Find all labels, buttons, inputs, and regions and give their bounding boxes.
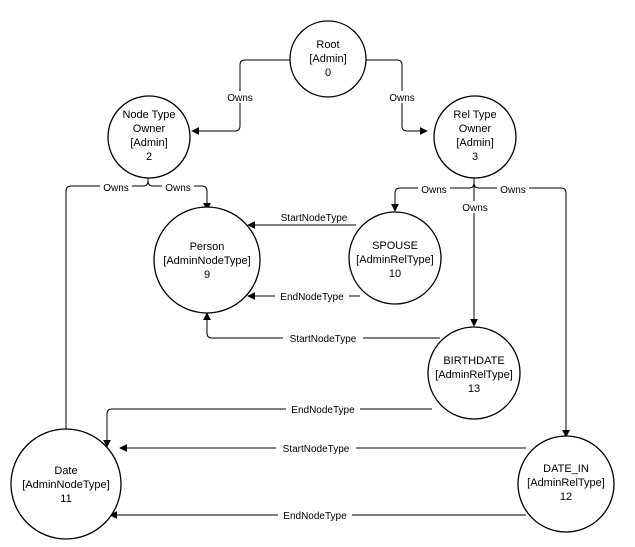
edge-label-date-in-start-date: StartNodeType: [276, 442, 356, 455]
svg-text:Root: Root: [316, 39, 339, 51]
svg-text:StartNodeType: StartNodeType: [281, 213, 348, 224]
svg-text:DATE_IN: DATE_IN: [543, 463, 589, 475]
svg-text:BIRTHDATE: BIRTHDATE: [443, 355, 504, 367]
node-date-in[interactable]: DATE_IN [AdminRelType] 12: [517, 435, 615, 533]
edge-label-rel-type-owner-owns-date-in: Owns: [497, 183, 529, 196]
svg-text:11: 11: [60, 493, 71, 505]
node-date[interactable]: Date [AdminNodeType] 11: [10, 428, 122, 540]
svg-text:Owner: Owner: [133, 123, 166, 135]
node-root[interactable]: Root [Admin] 0: [289, 20, 367, 98]
edge-label-root-owns-node-type-owner: Owns: [224, 91, 256, 104]
svg-text:StartNodeType: StartNodeType: [290, 334, 357, 345]
edge-node-type-owner-owns-date: [62, 176, 149, 439]
svg-text:3: 3: [472, 151, 478, 163]
svg-text:Node Type: Node Type: [122, 109, 175, 121]
svg-text:Date: Date: [54, 465, 77, 477]
node-birthdate[interactable]: BIRTHDATE [AdminRelType] 13: [427, 326, 521, 420]
svg-text:[Admin]: [Admin]: [309, 53, 346, 65]
node-node-type-owner[interactable]: Node Type Owner [Admin] 2: [107, 95, 191, 179]
svg-text:[AdminRelType]: [AdminRelType]: [527, 477, 605, 489]
svg-text:Owns: Owns: [227, 93, 253, 104]
svg-text:Rel Type: Rel Type: [453, 109, 496, 121]
svg-text:[Admin]: [Admin]: [456, 137, 493, 149]
edge-label-spouse-end-person: EndNodeType: [275, 290, 349, 303]
edge-label-birthdate-end-date: EndNodeType: [286, 403, 360, 416]
node-rel-type-owner[interactable]: Rel Type Owner [Admin] 3: [433, 95, 517, 179]
svg-text:2: 2: [146, 151, 152, 163]
edge-label-birthdate-start-person: StartNodeType: [283, 332, 363, 345]
edge-label-spouse-start-person: StartNodeType: [274, 211, 354, 224]
svg-text:Owns: Owns: [389, 93, 415, 104]
edge-birthdate-end-date: [103, 408, 432, 448]
node-person[interactable]: Person [AdminNodeType] 9: [153, 206, 261, 314]
edge-label-root-owns-rel-type-owner: Owns: [386, 91, 418, 104]
svg-text:13: 13: [468, 383, 480, 395]
svg-text:[AdminNodeType]: [AdminNodeType]: [163, 255, 250, 267]
edge-birthdate-start-person: [203, 312, 440, 339]
edge-label-rel-type-owner-owns-spouse: Owns: [418, 183, 450, 196]
svg-text:[AdminRelType]: [AdminRelType]: [435, 369, 513, 381]
svg-text:0: 0: [325, 67, 331, 79]
svg-text:Owns: Owns: [165, 183, 191, 194]
svg-text:Owns: Owns: [500, 185, 526, 196]
node-spouse[interactable]: SPOUSE [AdminRelType] 10: [348, 211, 442, 305]
edge-label-node-type-owner-owns-person: Owns: [162, 181, 194, 194]
svg-text:EndNodeType: EndNodeType: [280, 292, 344, 303]
svg-text:12: 12: [560, 491, 572, 503]
svg-text:SPOUSE: SPOUSE: [372, 240, 418, 252]
svg-text:EndNodeType: EndNodeType: [291, 405, 355, 416]
svg-text:10: 10: [389, 268, 401, 280]
svg-text:EndNodeType: EndNodeType: [283, 511, 347, 522]
svg-text:StartNodeType: StartNodeType: [283, 444, 350, 455]
svg-text:Owns: Owns: [421, 185, 447, 196]
svg-text:Owns: Owns: [462, 203, 488, 214]
svg-text:[AdminNodeType]: [AdminNodeType]: [22, 479, 109, 491]
svg-text:Person: Person: [190, 241, 225, 253]
svg-text:Owner: Owner: [459, 123, 492, 135]
edge-label-rel-type-owner-owns-birthdate: Owns: [459, 201, 491, 214]
svg-text:Owns: Owns: [103, 183, 129, 194]
edge-label-date-in-end-date: EndNodeType: [278, 509, 352, 522]
svg-text:[Admin]: [Admin]: [130, 137, 167, 149]
svg-text:9: 9: [204, 269, 210, 281]
edge-label-node-type-owner-owns-date: Owns: [100, 181, 132, 194]
svg-text:[AdminRelType]: [AdminRelType]: [356, 254, 434, 266]
